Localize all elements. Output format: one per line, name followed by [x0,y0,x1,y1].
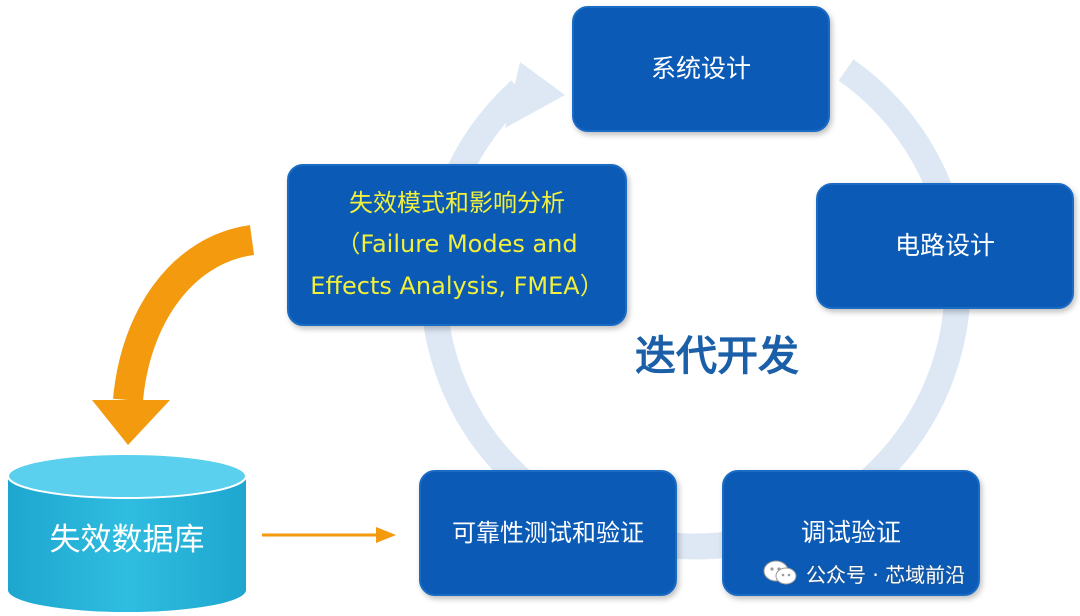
fmea-to-database-arrow [92,225,255,445]
cycle-ring-arrowhead [505,62,565,128]
watermark-text: 公众号 · 芯域前沿 [806,562,966,587]
watermark: 公众号 · 芯域前沿 [762,558,965,588]
system-design-label: 系统设计 [650,54,751,83]
circuit-design-box: 电路设计 [816,183,1074,309]
failure-database-cylinder [7,453,247,612]
failure-database-label: 失效数据库 [49,522,205,558]
system-design-box: 系统设计 [572,6,830,132]
iterative-development-label: 迭代开发 [635,332,799,380]
wechat-icon [763,560,797,585]
fmea-title: 失效模式和影响分析 [349,189,565,218]
database-to-test-arrow [262,527,396,543]
fmea-english-line1: （Failure Modes and [336,230,578,259]
debug-verification-box: 调试验证 [722,470,980,596]
reliability-test-label: 可靠性测试和验证 [452,518,644,547]
circuit-design-label: 电路设计 [894,231,995,260]
reliability-test-box: 可靠性测试和验证 [419,470,677,596]
fmea-english-line2: Effects Analysis, FMEA） [310,271,604,300]
debug-verification-label: 调试验证 [800,518,901,547]
fmea-box: 失效模式和影响分析 （Failure Modes and Effects Ana… [287,164,627,326]
